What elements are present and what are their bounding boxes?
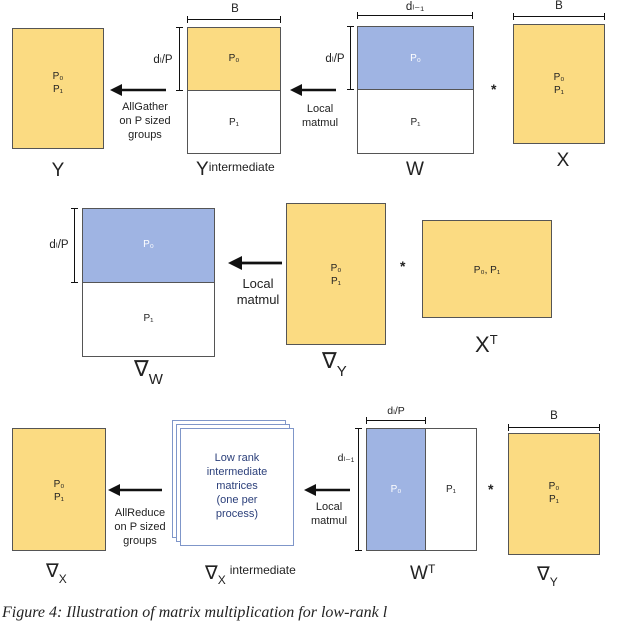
wt-right-label: P₁	[445, 484, 457, 495]
gradw-top-block	[82, 208, 215, 283]
gradx-label: ∇X	[46, 561, 67, 586]
w-dim-dl-label: dₗ/P	[325, 53, 345, 65]
wt-left-label: P₀	[390, 484, 402, 495]
w-top-label: P₀	[410, 53, 421, 64]
allreduce-label: AllReduce on P sized groups	[114, 507, 166, 547]
wt-dim-side-label: dₗ₋₁	[337, 452, 355, 464]
local-matmul-arrow-1	[290, 84, 336, 96]
multiply-star-2: *	[400, 258, 406, 274]
local-matmul-arrow-2	[228, 256, 282, 270]
wt-dim-top-label: dₗ/P	[387, 405, 405, 417]
lowrank-text: Low rank intermediate matrices (one per …	[206, 452, 268, 520]
x-dim-b-label: B	[555, 0, 563, 12]
xt-label: XT	[475, 332, 498, 357]
gradx-cell-label: P₀ P₁	[53, 479, 65, 503]
gradw-dim-dl-label: dₗ/P	[49, 239, 69, 251]
dim-line-dl	[179, 27, 180, 90]
w-top-block	[357, 26, 474, 90]
local-matmul-label-1: Local matmul	[301, 103, 339, 129]
matrix-x-label: X	[556, 150, 570, 171]
yint-label: Yintermediate	[196, 159, 275, 180]
figure-caption: Figure 4: Illustration of matrix multipl…	[2, 604, 388, 621]
xt-cell-label: P₀, P₁	[473, 265, 501, 276]
grady3-dim-b-label: B	[550, 410, 558, 422]
matrix-y-cell-label: P₀ P₁	[52, 71, 64, 95]
local-matmul-label-2: Local matmul	[236, 276, 280, 307]
matrix-x-cell-label: P₀ P₁	[553, 72, 565, 96]
yint-bottom-block	[187, 90, 281, 154]
lowrank-matrix-front	[180, 428, 294, 546]
wt-label: WT	[410, 562, 436, 584]
wt-right-block	[425, 428, 477, 551]
wt-left-block	[366, 428, 426, 551]
allgather-label: AllGather on P sized groups	[119, 101, 171, 141]
gradw-top-label: P₀	[143, 239, 154, 250]
allreduce-arrow	[108, 484, 162, 496]
multiply-star-1: *	[491, 81, 497, 97]
w-label: W	[406, 159, 424, 180]
dim-line-b	[187, 19, 281, 20]
dim-dl-label: dₗ/P	[153, 54, 173, 66]
yint-bottom-label: P₁	[228, 117, 240, 128]
grady-cell-label: P₀ P₁	[330, 263, 342, 287]
gradw-label: ∇W	[134, 356, 163, 388]
matrix-x	[513, 24, 605, 144]
allgather-arrow	[110, 84, 166, 96]
matrix-y-label: Y	[51, 160, 65, 181]
w-bottom-block	[357, 89, 474, 154]
gradx-int-label: ∇Xintermediate	[205, 563, 296, 587]
matrix-gradx	[12, 428, 106, 551]
local-matmul-arrow-3	[304, 484, 350, 496]
grady-label: ∇Y	[322, 348, 347, 380]
dim-b-label: B	[231, 3, 239, 15]
local-matmul-label-3: Local matmul	[310, 501, 348, 527]
multiply-star-3: *	[488, 481, 494, 497]
matrix-y	[12, 28, 104, 149]
yint-top-block	[187, 27, 281, 91]
matrix-grady	[286, 203, 386, 345]
matrix-xt	[422, 220, 552, 318]
w-bottom-label: P₁	[410, 117, 421, 128]
grady3-label: ∇Y	[537, 564, 558, 589]
gradw-bottom-block	[82, 282, 215, 357]
matrix-grady-3	[508, 433, 600, 555]
yint-top-label: P₀	[228, 53, 240, 64]
grady3-cell-label: P₀ P₁	[548, 481, 560, 505]
gradw-bottom-label: P₁	[143, 313, 154, 324]
w-dim-top-label: dₗ₋₁	[405, 1, 425, 13]
